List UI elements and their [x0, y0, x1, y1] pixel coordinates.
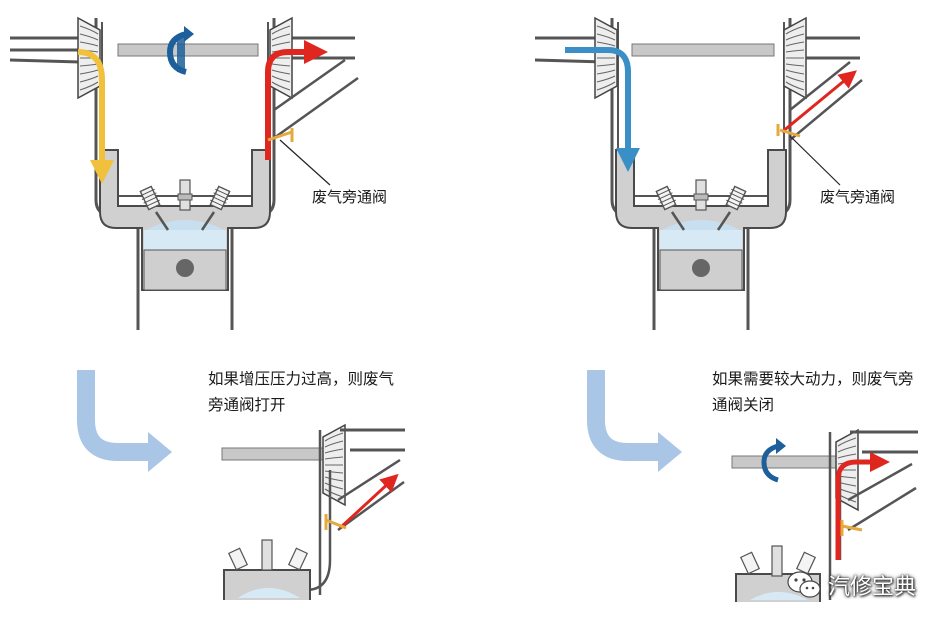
wastegate-flap [267, 128, 294, 142]
note-open: 如果增压压力过高，则废气 旁通阀打开 [208, 366, 394, 418]
valve-label-top-right: 废气旁通阀 [820, 188, 896, 206]
wechat-icon [787, 571, 821, 598]
panel-top-left [9, 17, 359, 330]
note-open-line1: 如果增压压力过高，则废气 [208, 370, 395, 388]
transition-arrow-left [77, 370, 150, 461]
wastegate-flap-open [776, 124, 801, 138]
wastegate-flow-arrow [781, 70, 857, 134]
watermark-text: 汽修宝典 [828, 575, 917, 600]
intake-flow-arrow [77, 49, 114, 184]
note-open-line2: 旁通阀打开 [208, 396, 286, 414]
transition-arrow-right [587, 370, 660, 461]
panel-bottom-left [221, 424, 405, 600]
note-closed-line1: 如果需要较大动力，则废气旁 [712, 370, 914, 388]
valve-label-top-left: 废气旁通阀 [312, 188, 388, 206]
panel-bottom-right [731, 429, 918, 602]
panel-top-right [534, 17, 863, 330]
exhaust-flow-arrow [265, 40, 328, 160]
watermark: 汽修宝典 [786, 568, 916, 602]
note-closed-line2: 通阀关闭 [712, 396, 775, 414]
intake-flow-arrow-cold [565, 47, 640, 172]
note-closed: 如果需要较大动力，则废气旁 通阀关闭 [712, 366, 914, 418]
